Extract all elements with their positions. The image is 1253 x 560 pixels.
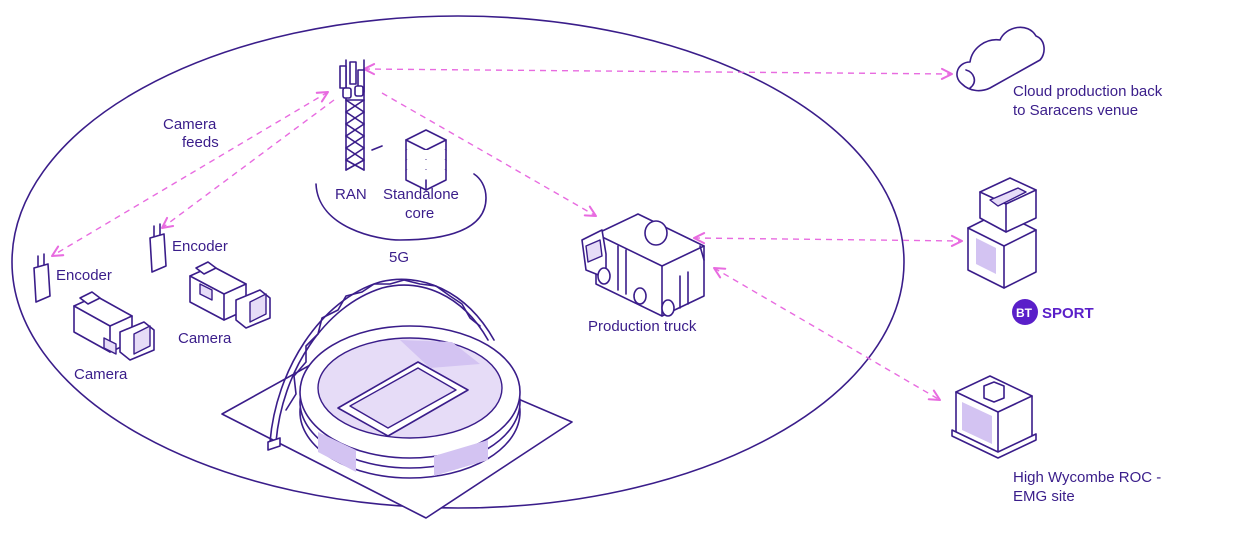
- ran-label: RAN: [335, 186, 367, 203]
- ran-cluster: RAN Standalone core 5G: [315, 59, 487, 266]
- encoder-left: Encoder: [33, 253, 112, 303]
- encoder-left-label: Encoder: [56, 267, 112, 284]
- high-wycombe-roc: High Wycombe ROC - EMG site: [951, 375, 1161, 505]
- dashed-links: [50, 63, 964, 402]
- office-building-icon: [951, 375, 1037, 459]
- cloud-production: Cloud production back to Saracens venue: [956, 26, 1163, 119]
- wycombe-label-line1: High Wycombe ROC -: [1013, 469, 1161, 486]
- encoder-mid: Encoder: [149, 223, 228, 273]
- camera-left-label: Camera: [74, 366, 128, 383]
- wycombe-label-line2: EMG site: [1013, 488, 1075, 505]
- bt-sport-logo-sport: SPORT: [1042, 305, 1094, 322]
- link-tower-encoder-mid: [160, 99, 335, 230]
- camera-feeds-label-line1: Camera: [163, 116, 217, 133]
- cloud-label-line1: Cloud production back: [1013, 83, 1163, 100]
- core-arc: [315, 173, 487, 241]
- server-stack-icon: [405, 129, 447, 191]
- cell-tower-icon: [339, 59, 365, 171]
- bt-sport: BT SPORT: [967, 177, 1094, 325]
- cloud-label-line2: to Saracens venue: [1013, 102, 1138, 119]
- encoder-mid-label: Encoder: [172, 238, 228, 255]
- encoder-icon: [149, 223, 167, 273]
- standalone-core-label-line2: core: [405, 205, 434, 222]
- bt-sport-logo-bt: BT: [1016, 306, 1033, 320]
- camera-mid: Camera: [178, 261, 271, 347]
- camera-left: Camera: [73, 291, 155, 383]
- link-truck-btsport: [692, 232, 964, 247]
- video-camera-icon: [189, 261, 271, 329]
- stadium-arch: [269, 278, 495, 443]
- link-truck-wycombe: [712, 266, 942, 402]
- office-building-icon: [967, 177, 1037, 289]
- bt-sport-logo: BT SPORT: [1012, 299, 1094, 325]
- stadium-icon: [221, 278, 573, 519]
- production-truck-icon: Production truck: [581, 213, 705, 335]
- venue-boundary: [11, 15, 905, 509]
- link-tower-truck: [381, 92, 598, 218]
- camera-feeds-label-line2: feeds: [182, 134, 219, 151]
- video-camera-icon: [73, 291, 155, 361]
- link-tower-cloud: [362, 63, 954, 80]
- cloud-icon: [956, 26, 1045, 92]
- production-truck-label: Production truck: [588, 318, 697, 335]
- link-tower-encoder-left: [50, 90, 330, 258]
- five-g-label: 5G: [389, 249, 409, 266]
- standalone-core-label-line1: Standalone: [383, 186, 459, 203]
- camera-mid-label: Camera: [178, 330, 232, 347]
- encoder-icon: [33, 253, 51, 303]
